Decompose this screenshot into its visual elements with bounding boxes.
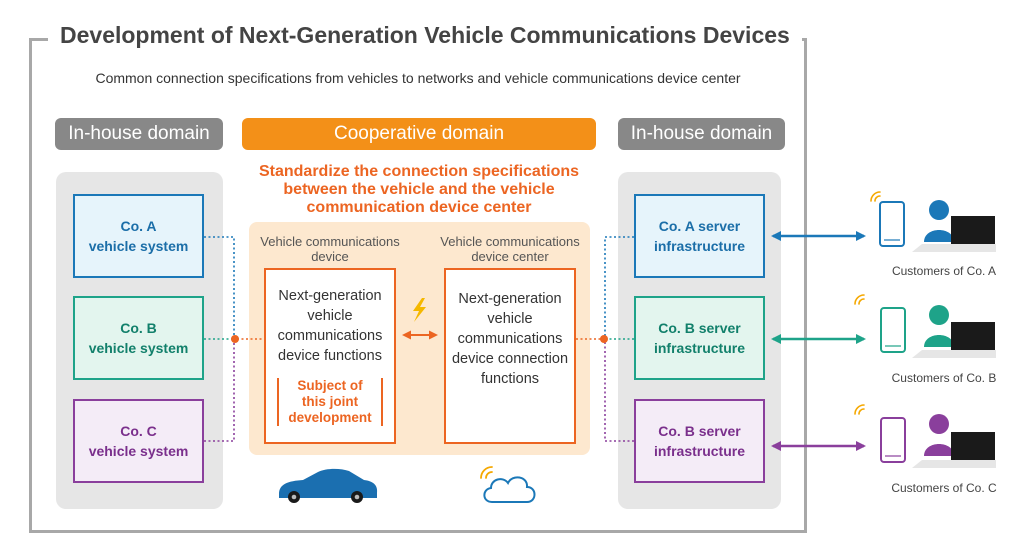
signal-icon — [854, 404, 865, 415]
device-section-label: Vehicle communications device — [260, 234, 400, 264]
joint-development-note: Subject of this joint development — [277, 378, 383, 426]
customers-co-a-label: Customers of Co. A — [891, 264, 997, 278]
customers-co-b-label: Customers of Co. B — [891, 371, 997, 385]
customers-co-c-label: Customers of Co. C — [891, 481, 997, 495]
customer-b-group — [854, 294, 996, 358]
person-icon — [924, 414, 954, 456]
person-icon — [924, 305, 954, 347]
right-junction-dot — [600, 335, 608, 343]
left-domain-label: In-house domain — [55, 118, 223, 150]
right-domain-label: In-house domain — [618, 118, 785, 150]
car-icon — [279, 468, 378, 503]
right-connectors — [576, 236, 634, 442]
center-section-label: Vehicle communications device center — [440, 234, 580, 264]
signal-icon — [870, 191, 881, 202]
device-functions-box: Next-generation vehicle communications d… — [264, 268, 396, 444]
left-connectors — [204, 236, 264, 442]
smartphone-icon — [880, 307, 906, 353]
smartphone-icon — [880, 417, 906, 463]
customer-a-group — [870, 191, 996, 252]
cloud-icon — [483, 476, 536, 503]
page-title: Development of Next-Generation Vehicle C… — [48, 18, 802, 52]
standardize-heading: Standardize the connection specification… — [258, 163, 580, 216]
customer-c-group — [854, 404, 996, 468]
cooperative-domain-label: Cooperative domain — [242, 118, 596, 150]
person-icon — [924, 200, 954, 242]
signal-icon — [854, 294, 865, 305]
lightning-icon — [413, 298, 426, 322]
left-junction-dot — [231, 335, 239, 343]
signal-icon — [480, 466, 493, 479]
subtitle: Common connection specifications from ve… — [95, 70, 741, 86]
center-connection-functions-box: Next-generation vehicle communications d… — [444, 268, 576, 444]
monitor-icon — [951, 322, 995, 356]
smartphone-icon — [879, 201, 905, 247]
